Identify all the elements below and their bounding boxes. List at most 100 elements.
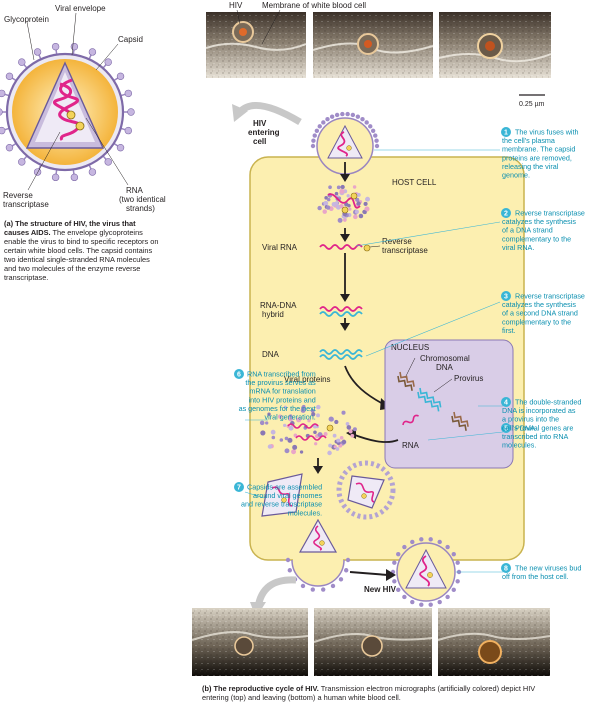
protein-dot bbox=[324, 196, 328, 200]
reverse-transcriptase-icon bbox=[75, 121, 85, 131]
envelope-dot bbox=[300, 583, 306, 589]
protein-dot bbox=[283, 405, 287, 409]
glycoprotein-knob bbox=[88, 168, 97, 176]
envelope-dot bbox=[345, 111, 350, 117]
glycoprotein-knob bbox=[127, 108, 135, 116]
glycoprotein-knob bbox=[51, 42, 60, 51]
dna-label: DNA bbox=[262, 350, 280, 359]
protein-dot bbox=[287, 437, 293, 443]
glycoprotein-knob bbox=[70, 173, 79, 182]
envelope-dot bbox=[374, 143, 380, 149]
assembled-capsid-left bbox=[261, 473, 303, 517]
step-8-line: The new viruses bud bbox=[515, 564, 581, 573]
protein-dot bbox=[283, 423, 287, 428]
step-1-line: the cell's plasma bbox=[502, 136, 555, 145]
assembled-capsid-right bbox=[336, 460, 396, 520]
envelope-dot bbox=[310, 143, 316, 149]
rt-label-1: Reverse bbox=[382, 237, 412, 246]
glycoprotein-knob bbox=[88, 48, 97, 56]
step-7-line: molecules. bbox=[288, 508, 322, 517]
step-badge-7 bbox=[234, 482, 244, 492]
host-cell-label: HOST CELL bbox=[392, 178, 437, 187]
hiv-entering-label-2: entering bbox=[248, 128, 280, 137]
protein-dot bbox=[313, 430, 317, 435]
caption-b-title: (b) The reproductive cycle of HIV. bbox=[202, 684, 319, 693]
step-4-line: The double-stranded bbox=[515, 398, 581, 407]
reverse-transcriptase-label-1: Reverse bbox=[3, 191, 33, 200]
step-1-line: genome. bbox=[502, 171, 530, 180]
envelope-dot bbox=[325, 117, 330, 122]
step-badge-number: 5 bbox=[504, 426, 508, 433]
envelope-dot bbox=[396, 551, 401, 557]
protein-dot bbox=[316, 413, 320, 418]
membrane-label: Membrane of white blood cell bbox=[262, 1, 366, 10]
viral-rna-strand bbox=[319, 244, 363, 250]
envelope-dot bbox=[437, 539, 442, 545]
glycoprotein-knob bbox=[18, 158, 26, 166]
envelope-dot bbox=[374, 138, 379, 143]
step-badge-8 bbox=[501, 563, 511, 573]
protein-dot bbox=[354, 209, 359, 214]
hiv-particle-5 bbox=[361, 635, 383, 657]
envelope-dot bbox=[314, 128, 320, 133]
protein-dot bbox=[323, 200, 329, 206]
glycoprotein-knob bbox=[70, 42, 79, 51]
micrographs-bottom bbox=[191, 608, 551, 676]
glycoprotein-knob bbox=[0, 108, 3, 116]
protein-dot bbox=[340, 184, 345, 190]
envelope-dot bbox=[350, 112, 356, 118]
step-badge-number: 7 bbox=[237, 485, 241, 492]
step-7-line: Capsids are assembled bbox=[247, 483, 322, 492]
envelope-dot bbox=[334, 112, 340, 118]
protein-dot bbox=[334, 191, 339, 196]
envelope-dot bbox=[451, 587, 456, 593]
hiv-structure-illustration bbox=[0, 42, 135, 182]
hiv-entering-label-3: cell bbox=[253, 137, 266, 146]
step-badge-number: 1 bbox=[504, 130, 508, 137]
reverse-transcriptase-icon bbox=[363, 244, 371, 252]
envelope-dot bbox=[437, 599, 442, 605]
envelope-dot bbox=[419, 602, 424, 607]
protein-dot bbox=[350, 433, 355, 438]
envelope-dot bbox=[360, 117, 365, 122]
protein-dot bbox=[277, 414, 283, 419]
hybrid-label-2: hybrid bbox=[262, 310, 284, 319]
step-leader-lines bbox=[244, 149, 504, 573]
flow-arrows bbox=[313, 162, 350, 474]
caption-b-text: Transmission electron micrographs (artif… bbox=[202, 684, 536, 702]
envelope-dot bbox=[312, 133, 317, 138]
protein-dot bbox=[267, 444, 273, 449]
protein-dot bbox=[314, 442, 318, 446]
glycoprotein-knob bbox=[5, 143, 14, 152]
step-badge-3 bbox=[501, 291, 511, 301]
protein-dot bbox=[328, 185, 332, 190]
hybrid-dna-strand bbox=[319, 311, 363, 317]
glycoprotein-knob bbox=[116, 143, 125, 152]
glycoprotein-knob bbox=[116, 72, 125, 81]
envelope-dot bbox=[392, 579, 397, 584]
chromosomal-dna bbox=[397, 371, 469, 431]
protein-dot bbox=[323, 432, 328, 436]
micrographs-top bbox=[205, 12, 552, 96]
envelope-dot bbox=[338, 577, 344, 582]
protein-dot bbox=[364, 206, 370, 212]
hybrid-rna-strand bbox=[319, 306, 363, 312]
envelope-dot bbox=[455, 560, 460, 565]
reverse-transcriptase-icon bbox=[66, 110, 76, 120]
protein-dot bbox=[333, 445, 337, 449]
envelope-dot bbox=[321, 120, 326, 125]
glycoprotein-knob bbox=[5, 72, 14, 81]
step-3-line: first. bbox=[502, 326, 516, 335]
envelope-dot bbox=[311, 138, 316, 143]
protein-dot bbox=[346, 194, 350, 198]
step-6-line: mRNA for translation bbox=[249, 387, 315, 396]
envelope-dot bbox=[317, 124, 322, 129]
step-3-line: catalyzes the synthesis bbox=[502, 300, 576, 309]
protein-dot bbox=[336, 438, 341, 443]
protein-dot bbox=[345, 422, 350, 426]
envelope-dot bbox=[343, 568, 349, 573]
glycoprotein-knob bbox=[104, 158, 112, 166]
glycoprotein-label: Glycoprotein bbox=[4, 15, 49, 24]
caption-a: (a) The structure of HIV, the virus that… bbox=[4, 219, 160, 282]
caption-a-title: (a) The structure of HIV, the virus that… bbox=[4, 219, 136, 237]
